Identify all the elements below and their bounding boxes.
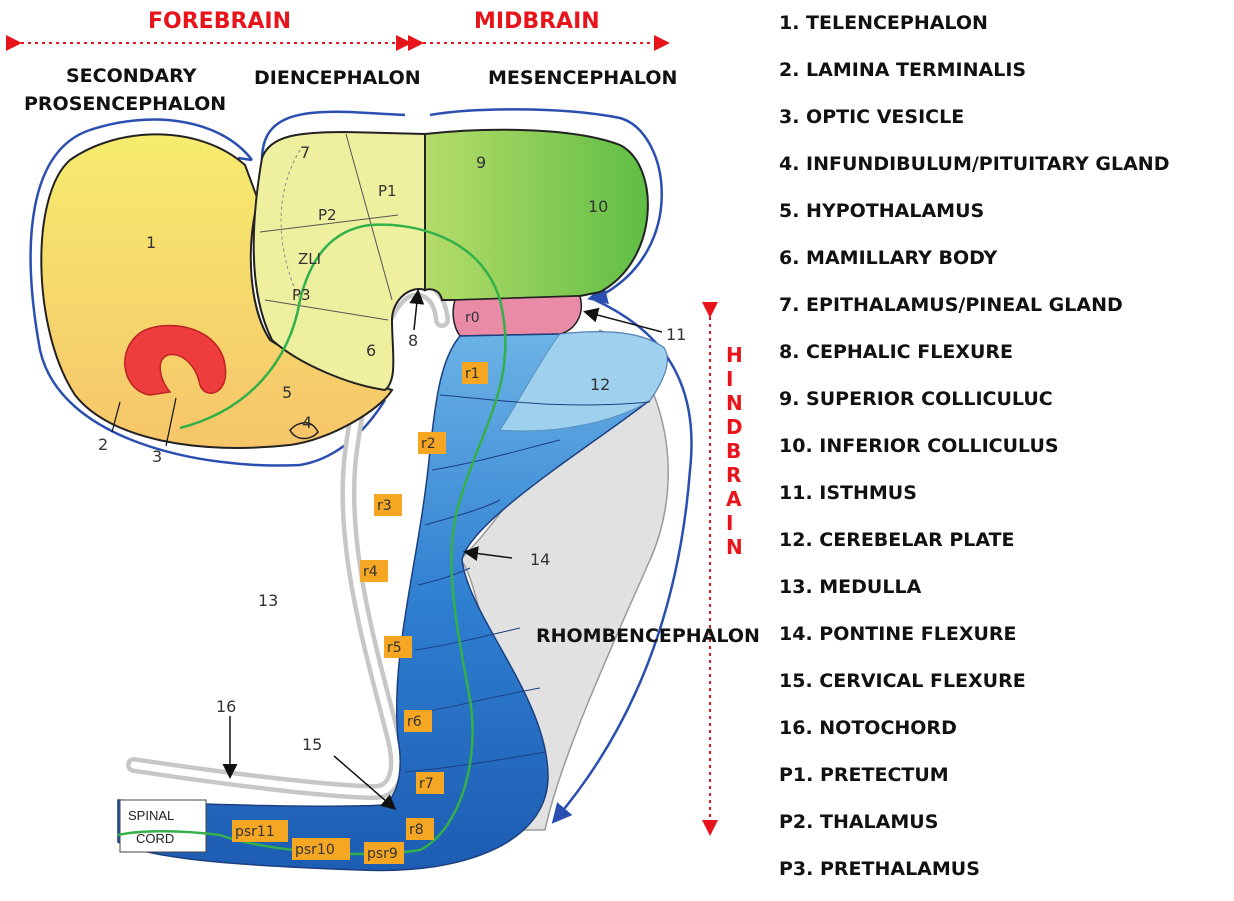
legend-item: 7. EPITHALAMUS/PINEAL GLAND: [779, 294, 1123, 316]
mesencephalon: [425, 130, 648, 300]
rhombomere-label: r8: [409, 822, 424, 838]
rhombomere-label: r1: [465, 366, 480, 382]
legend-item: 1. TELENCEPHALON: [779, 12, 988, 34]
label-p1: P1: [378, 182, 397, 200]
legend-item: 9. SUPERIOR COLLICULUC: [779, 388, 1053, 410]
legend-item: 2. LAMINA TERMINALIS: [779, 59, 1026, 81]
label-14: 14: [530, 550, 550, 569]
label-16: 16: [216, 697, 236, 716]
midbrain-heading: MIDBRAIN: [474, 9, 600, 34]
label-6: 6: [366, 341, 376, 360]
label-4: 4: [302, 413, 312, 432]
hindbrain-letter: I: [726, 367, 733, 391]
hindbrain-letter: N: [726, 535, 743, 559]
legend-item: 11. ISTHMUS: [779, 482, 917, 504]
label-15: 15: [302, 735, 322, 754]
rhombomere-label: r4: [363, 564, 378, 580]
legend-item: 8. CEPHALIC FLEXURE: [779, 341, 1013, 363]
rhombomere-label: r0: [465, 310, 480, 326]
rhombomere-label: psr10: [295, 842, 335, 858]
label-11: 11: [666, 325, 686, 344]
label-1: 1: [146, 233, 156, 252]
secondary-heading: SECONDARY: [66, 65, 197, 87]
legend: 1. TELENCEPHALON 2. LAMINA TERMINALIS 3. O…: [779, 12, 1169, 880]
legend-item: 16. NOTOCHORD: [779, 717, 957, 739]
label-p2: P2: [318, 206, 337, 224]
mesencephalon-heading: MESENCEPHALON: [488, 67, 677, 89]
forebrain-heading: FOREBRAIN: [148, 9, 291, 34]
rhombomere-label: r5: [387, 640, 402, 656]
label-10: 10: [588, 197, 608, 216]
hindbrain-letter: N: [726, 391, 743, 415]
label-12: 12: [590, 375, 610, 394]
legend-item: 5. HYPOTHALAMUS: [779, 200, 984, 222]
hindbrain-letter: H: [726, 343, 743, 367]
rhombencephalon-heading: RHOMBENCEPHALON: [536, 625, 760, 647]
hindbrain-letter: A: [726, 487, 742, 511]
prosencephalon-heading: PROSENCEPHALON: [24, 93, 226, 115]
legend-item: 10. INFERIOR COLLICULUS: [779, 435, 1059, 457]
diencephalon-heading: DIENCEPHALON: [254, 67, 421, 89]
legend-item: 6. MAMILLARY BODY: [779, 247, 998, 269]
legend-item: P3. PRETHALAMUS: [779, 858, 980, 880]
label-p3: P3: [292, 286, 311, 304]
label-5: 5: [282, 383, 292, 402]
label-7: 7: [300, 143, 310, 162]
legend-item: 13. MEDULLA: [779, 576, 922, 598]
rhombomere-label: r6: [407, 714, 422, 730]
label-3: 3: [152, 447, 162, 466]
hindbrain-letter: I: [726, 511, 733, 535]
label-zli: ZLI: [298, 250, 321, 268]
hindbrain-letter: D: [726, 415, 743, 439]
rhombomere-label: psr11: [235, 824, 275, 840]
spinal-label-1: SPINAL: [128, 808, 174, 823]
arrow-8: [414, 292, 418, 330]
legend-item: P2. THALAMUS: [779, 811, 938, 833]
rhombomere-label: r3: [377, 498, 392, 514]
label-13: 13: [258, 591, 278, 610]
hindbrain-letter: B: [726, 439, 741, 463]
spinal-label-2: CORD: [136, 831, 174, 846]
label-8: 8: [408, 331, 418, 350]
rhombomere-label: psr9: [367, 846, 398, 862]
rhombomere-label: r7: [419, 776, 434, 792]
label-2: 2: [98, 435, 108, 454]
legend-item: 3. OPTIC VESICLE: [779, 106, 964, 128]
rhombomere-label: r2: [421, 436, 436, 452]
legend-item: 14. PONTINE FLEXURE: [779, 623, 1017, 645]
legend-item: P1. PRETECTUM: [779, 764, 949, 786]
legend-item: 4. INFUNDIBULUM/PITUITARY GLAND: [779, 153, 1169, 175]
label-9: 9: [476, 153, 486, 172]
legend-item: 15. CERVICAL FLEXURE: [779, 670, 1026, 692]
hindbrain-letter: R: [726, 463, 741, 487]
legend-item: 12. CEREBELAR PLATE: [779, 529, 1015, 551]
